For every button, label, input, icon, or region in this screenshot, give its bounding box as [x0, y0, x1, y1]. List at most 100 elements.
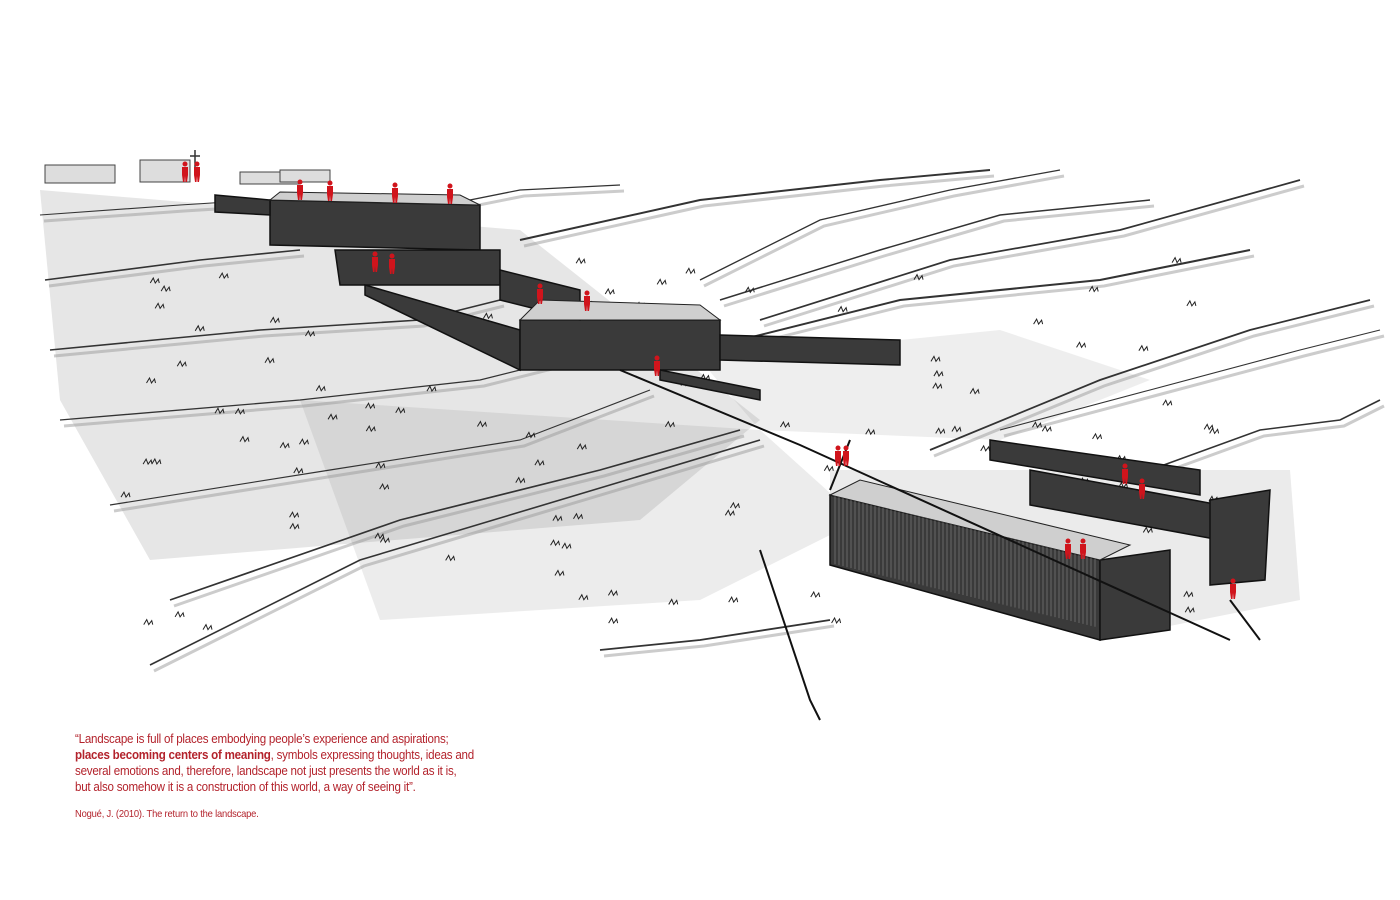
shrub: [305, 329, 315, 338]
red-figure: [654, 355, 660, 376]
red-figure: [1139, 478, 1145, 499]
shrub: [239, 435, 250, 443]
terrace-shadow: [723, 204, 1155, 308]
quote-text: “Landscape is full of places embodying p…: [75, 731, 474, 795]
shrub: [550, 539, 561, 547]
shrub: [561, 542, 572, 550]
shrub: [264, 356, 275, 364]
shrub: [575, 257, 586, 265]
terrace-shadow: [933, 304, 1375, 458]
shrub: [932, 382, 943, 390]
shrub: [951, 425, 962, 433]
terrace-line: [49, 299, 501, 351]
red-figure: [392, 182, 398, 203]
shrub: [149, 276, 160, 285]
red-figure: [194, 161, 200, 182]
quote-line-2-rest: , symbols expressing thoughts, ideas and: [270, 748, 475, 762]
terrace-shadow: [763, 184, 1305, 328]
building-wall: [334, 249, 501, 286]
terrace-shadow: [723, 254, 1255, 353]
shrub: [685, 267, 696, 275]
shrub: [1142, 526, 1153, 534]
shrub: [724, 509, 735, 517]
shrub: [1092, 432, 1103, 440]
shrub: [1186, 299, 1197, 307]
red-figure: [447, 183, 453, 204]
path-line: [1229, 599, 1261, 641]
shrub: [1076, 341, 1087, 349]
shrub: [142, 457, 153, 466]
village-house: [44, 164, 116, 184]
shrub: [837, 305, 848, 313]
shrub: [1184, 606, 1195, 614]
village-house: [139, 159, 191, 183]
terrace-shadow: [703, 174, 1065, 288]
shrub: [120, 491, 131, 499]
shrub: [525, 431, 536, 439]
shrub: [151, 457, 162, 466]
shrub: [365, 402, 376, 410]
shrub: [234, 407, 245, 415]
building-wall: [719, 334, 901, 366]
terrace-line: [719, 248, 1251, 346]
shrub: [1088, 285, 1099, 293]
shrub: [1033, 317, 1044, 326]
citation: Nogué, J. (2010). The return to the land…: [75, 809, 259, 820]
shrub: [299, 438, 309, 446]
red-figure: [843, 445, 849, 466]
shrub: [515, 476, 526, 484]
terrace-line: [109, 389, 651, 506]
shrub: [315, 384, 326, 392]
shrub: [379, 483, 390, 491]
shrub: [154, 302, 165, 310]
red-figure: [537, 283, 543, 304]
red-figure: [835, 445, 841, 466]
shrub: [780, 420, 790, 429]
terrace-lines: [39, 169, 1385, 673]
roof: [268, 191, 481, 206]
shrub: [823, 464, 834, 472]
shrub: [1209, 427, 1220, 435]
shrub: [1041, 425, 1052, 433]
shrub: [146, 376, 156, 384]
terrace-shadow: [523, 174, 995, 248]
shrub: [656, 278, 667, 286]
building-wall: [1099, 549, 1171, 641]
shrub: [728, 595, 739, 604]
shrub: [289, 511, 300, 519]
red-figures: [182, 161, 1236, 599]
building-wall: [519, 319, 721, 371]
terrace-shadow: [63, 364, 565, 428]
building-wall: [989, 439, 1201, 496]
quote-bold-phrase: places becoming centers of meaning: [75, 748, 271, 762]
shrub: [375, 461, 386, 469]
red-figure: [327, 180, 333, 201]
shrub: [160, 284, 171, 293]
shrub: [607, 589, 618, 597]
red-figure: [584, 290, 590, 311]
building-wall: [1209, 489, 1271, 586]
red-figure: [389, 253, 395, 274]
quote-line-3: several emotions and, therefore, landsca…: [75, 764, 457, 778]
shrub: [935, 427, 946, 435]
village-buildings: [44, 150, 331, 185]
terrace-line: [719, 199, 1151, 301]
shrub: [810, 590, 821, 599]
red-figure: [1230, 578, 1236, 599]
shrub: [933, 369, 944, 378]
shrub: [1032, 421, 1042, 429]
terrace-shadow: [153, 444, 765, 673]
red-figure: [1080, 538, 1086, 559]
shrub: [930, 355, 941, 363]
terrace-line: [1149, 399, 1381, 471]
shrub: [969, 387, 980, 395]
shrub: [374, 532, 385, 540]
shrub: [445, 554, 456, 562]
shrub: [365, 425, 376, 433]
terrace-line: [519, 169, 991, 241]
terrace-line: [149, 439, 761, 666]
wash-area: [300, 400, 860, 620]
path-line: [619, 369, 1231, 641]
red-figure: [297, 179, 303, 200]
